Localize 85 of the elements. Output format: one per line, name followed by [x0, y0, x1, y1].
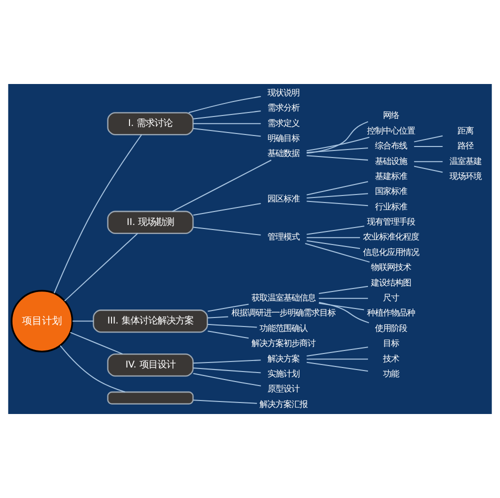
connector — [207, 316, 228, 318]
connector — [306, 155, 368, 161]
connector — [193, 368, 261, 374]
node-text: 现场环境 — [450, 170, 482, 181]
node-box: III. 集体讨论解决方案 — [92, 310, 208, 333]
connector — [306, 200, 368, 206]
node-box: II. 现场勘测 — [107, 210, 194, 234]
node-box — [107, 391, 194, 404]
connector — [306, 181, 368, 196]
node-text: 管理模式 — [268, 232, 300, 242]
node-text: 控制中心位置 — [366, 125, 415, 136]
connector — [208, 330, 249, 339]
node-text: 明确目标 — [268, 132, 300, 143]
connector — [208, 304, 249, 312]
connector — [318, 302, 370, 324]
connector — [414, 135, 443, 142]
node-text: 行业标准 — [374, 201, 407, 212]
node-text: 综合布线 — [374, 140, 407, 151]
node-text: 实施计划 — [268, 368, 300, 378]
connector — [193, 123, 261, 124]
node-circle: 项目计划 — [10, 290, 74, 352]
node-box: I. 需求讨论 — [107, 112, 194, 136]
connector — [414, 161, 443, 162]
node-text: 基础设施 — [374, 156, 407, 166]
connector — [414, 146, 443, 147]
node-text: 农业标准化程度 — [362, 232, 419, 242]
connector — [414, 166, 443, 173]
node-text: 目标 — [382, 338, 399, 348]
node-text: 尺寸 — [382, 292, 399, 302]
connector — [193, 360, 261, 364]
node-text: 路径 — [458, 140, 474, 151]
connector — [193, 110, 261, 120]
connector — [306, 362, 368, 372]
node-text: 种植作物品种 — [366, 308, 415, 318]
connector — [207, 324, 257, 328]
node-text: 获取温室基础信息 — [252, 292, 316, 302]
node-box: IV. 项目设计 — [107, 353, 194, 377]
node-text: 网络 — [382, 110, 399, 120]
connector — [193, 128, 261, 137]
connector — [318, 286, 368, 294]
connector — [72, 320, 94, 322]
node-text: 现状说明 — [268, 87, 300, 98]
connector — [305, 243, 370, 263]
connector — [193, 373, 261, 386]
node-text: 物联网技术 — [370, 262, 411, 272]
connector — [54, 134, 142, 294]
node-text: 国家标准 — [374, 186, 407, 196]
connector — [306, 226, 364, 235]
node-text: 园区标准 — [268, 194, 300, 204]
node-text: 信息化应用情况 — [362, 246, 419, 257]
connector — [306, 240, 360, 249]
connector — [70, 332, 123, 354]
node-text: 基础数据 — [268, 148, 300, 158]
connector — [318, 302, 364, 310]
node-text: 需求分析 — [268, 102, 300, 113]
connector — [306, 148, 368, 153]
connector — [60, 345, 126, 392]
node-text: 根据调研进一步明确需求目标 — [232, 308, 336, 318]
connector — [306, 136, 370, 152]
connector — [306, 358, 368, 360]
node-text: 基建标准 — [374, 170, 407, 181]
node-text: 现有管理手段 — [366, 216, 415, 227]
connector — [318, 298, 368, 299]
connector — [306, 346, 368, 356]
node-text: 功能范围确认 — [260, 322, 308, 333]
node-text: 解决方案 — [268, 353, 300, 364]
node-text: 原型设计 — [268, 384, 300, 394]
connector — [306, 121, 368, 154]
connector — [193, 202, 261, 216]
connector — [188, 96, 261, 114]
node-text: 距离 — [458, 125, 474, 136]
node-text: 建设结构图 — [370, 277, 411, 288]
node-text: 温室基建 — [450, 156, 482, 166]
node-text: 技术 — [382, 353, 399, 364]
node-text: 使用阶段 — [374, 322, 407, 333]
connector — [64, 233, 138, 302]
node-text: 需求定义 — [268, 118, 300, 128]
node-text: 解决方案初步商讨 — [252, 338, 316, 348]
connector — [193, 226, 261, 236]
connector — [306, 237, 360, 238]
connector — [193, 400, 257, 404]
connector — [172, 160, 272, 212]
connector — [306, 193, 368, 199]
node-text: 解决方案汇报 — [260, 398, 308, 409]
node-text: 功能 — [382, 368, 399, 378]
